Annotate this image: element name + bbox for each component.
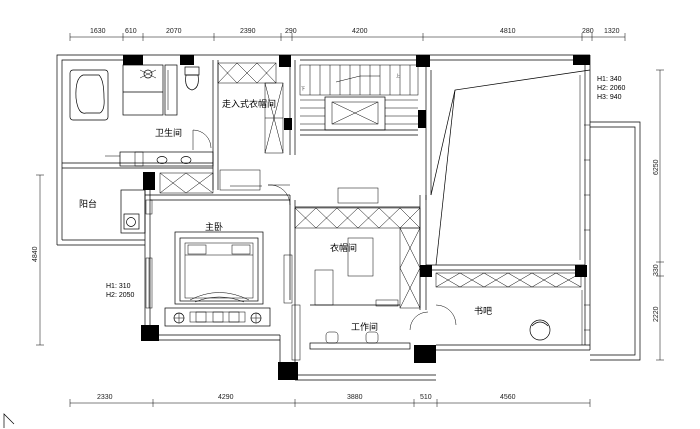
dim-top-6: 4810 (500, 28, 516, 35)
wall-columns (123, 55, 590, 380)
dim-top-1: 610 (125, 28, 137, 35)
balcony-fixtures (120, 189, 153, 234)
room-label-balcony: 阳台 (79, 198, 97, 210)
washing-machine-icon (123, 213, 140, 230)
toilet-icon (184, 66, 200, 91)
room-label-walk-in-closet: 走入式衣帽间 (222, 98, 276, 110)
dim-bottom-2: 3880 (347, 394, 363, 401)
stair-down-label: 下 (301, 86, 305, 91)
dim-left-0: 4840 (32, 246, 39, 262)
bedroom-bottom-cabinet (164, 307, 271, 327)
room-label-master-bedroom: 主卧 (205, 221, 223, 233)
room-label-cloakroom: 衣帽间 (330, 242, 357, 254)
dim-top-7: 280 (582, 28, 594, 35)
height-note-left-1: H2: 2050 (106, 292, 135, 299)
armchair-icon (529, 319, 551, 341)
dim-top-2: 2070 (166, 28, 182, 35)
interior-walls (62, 60, 591, 365)
bottom-dimension-line: 2330 4290 3880 510 4560 (69, 394, 591, 407)
height-note-right-1: H2: 2060 (597, 85, 626, 92)
corridor-cabinet (159, 172, 214, 194)
dim-right-0: 6250 (653, 159, 660, 175)
master-bed (174, 231, 264, 305)
stair-up-label: 上 (396, 72, 400, 78)
cloakroom-shelves (294, 187, 421, 309)
height-note-right-0: H1: 340 (597, 76, 622, 83)
shower-head-icon (139, 69, 157, 79)
right-windows (579, 75, 590, 345)
left-dimension-line: 4840 (32, 174, 44, 346)
dim-top-4: 290 (285, 28, 297, 35)
room-label-bathroom: 卫生间 (155, 127, 182, 139)
height-notes-right: H1: 340 H2: 2060 H3: 940 (597, 76, 626, 101)
master-window (145, 254, 301, 361)
corner-marker-icon (3, 413, 15, 428)
top-dimension-line: 1630 610 2070 2390 290 4200 4810 280 132… (69, 28, 626, 41)
walk-in-closet-shelves (217, 62, 291, 206)
dim-top-3: 2390 (240, 28, 256, 35)
room-label-study-bar: 书吧 (474, 306, 492, 317)
height-notes-left: H1: 310 H2: 2050 (106, 283, 135, 299)
dim-top-0: 1630 (90, 28, 106, 35)
workroom-desk (309, 311, 429, 350)
height-note-right-2: H3: 940 (597, 94, 622, 101)
room-label-workroom: 工作间 (351, 321, 378, 333)
right-dimension-line: 6250 330 2220 (653, 69, 664, 361)
dim-bottom-3: 510 (420, 394, 432, 401)
study-bar-furniture (435, 272, 582, 341)
dim-right-2: 2220 (653, 306, 660, 322)
bathroom-fixtures (69, 64, 214, 167)
dim-top-8: 1320 (604, 28, 620, 35)
dim-bottom-1: 4290 (218, 394, 234, 401)
staircase: 下 上 (299, 64, 419, 131)
height-note-left-0: H1: 310 (106, 283, 131, 290)
dim-bottom-4: 4560 (500, 394, 516, 401)
dim-right-1: 330 (653, 264, 660, 276)
dim-top-5: 4200 (352, 28, 368, 35)
dim-bottom-0: 2330 (97, 394, 113, 401)
lamp-icon (173, 312, 262, 324)
sink-icon (156, 156, 192, 164)
